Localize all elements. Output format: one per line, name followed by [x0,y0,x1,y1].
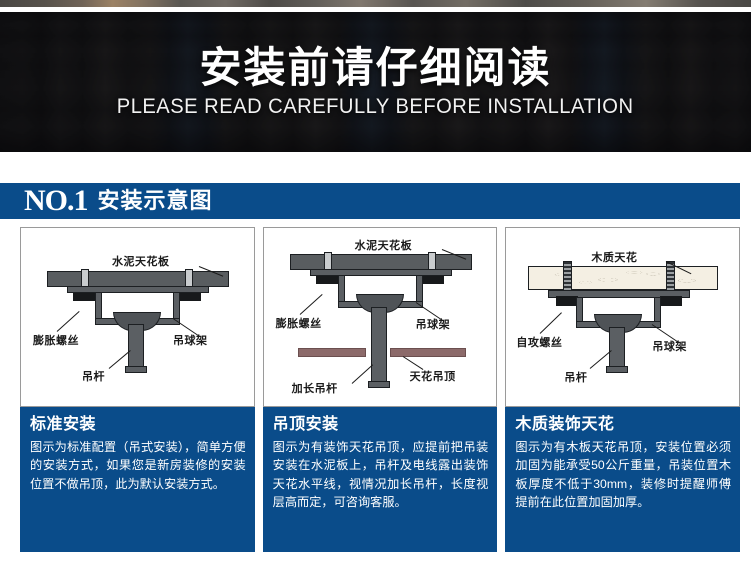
diagram-false-ceiling: 水泥天花板 膨胀螺丝 吊球架 加长吊杆 天花吊顶 [262,227,498,407]
label-false-ceiling: 天花吊顶 [409,371,456,383]
sliver-white-gap [0,7,751,12]
bracket-plate-shape [309,269,452,276]
label-ceiling: 木质天花 [591,252,638,264]
bracket-plate-shape [548,290,691,298]
panel-body-standard: 标准安装 图示为标准配置（吊式安装），简单方便的安装方式，如果您是新房装修的安装… [20,407,255,552]
false-ceiling-left-shape [297,348,366,357]
hero-subtitle: PLEASE READ CAREFULLY BEFORE INSTALLATIO… [117,94,634,118]
label-bracket: 吊球架 [173,335,208,347]
rod-foot-shape [367,381,390,388]
wood-grain-texture [529,267,718,289]
section-title: 安装示意图 [97,188,213,213]
rod-foot-shape [606,366,629,373]
label-anchor: 膨胀螺丝 [33,335,79,347]
panel-standard-installation: 水泥天花板 膨胀螺丝 吊球架 吊杆 标准安装 图示为标准配置（吊式安装），简单方… [20,227,255,552]
label-bracket: 吊球架 [652,341,687,353]
panel-body-false-ceiling: 吊顶安装 图示为有装饰天花吊顶，应提前把吊装安装在水泥板上，吊杆及电线露出装饰天… [262,407,498,552]
screw-cap-left-shape [556,296,579,306]
panel-description: 图示为标准配置（吊式安装），简单方便的安装方式，如果您是新房装修的安装位置不做吊… [30,440,246,491]
label-anchor: 自攻螺丝 [516,337,563,349]
leader-anchor [56,311,80,332]
previous-banner-sliver [0,0,751,7]
panel-false-ceiling-installation: 水泥天花板 膨胀螺丝 吊球架 加长吊杆 天花吊顶 吊顶安装 图示为有装饰天花吊顶… [262,227,498,552]
label-bracket: 吊球架 [415,319,451,331]
hero-background-photo [0,12,751,152]
label-rod: 加长吊杆 [291,383,338,395]
label-anchor: 膨胀螺丝 [275,318,322,330]
concrete-slab-shape [289,254,472,270]
bracket-plate-shape [67,286,209,293]
rod-foot-shape [125,366,147,373]
suspension-rod-shape [128,324,144,372]
label-rod: 吊杆 [564,372,588,384]
false-ceiling-right-shape [389,348,466,357]
hero-dim-overlay [0,12,751,152]
hero-text-group: 安装前请仔细阅读 PLEASE READ CAREFULLY BEFORE IN… [0,12,751,152]
panel-description: 图示为有木板天花吊顶，安装位置必须加固为能承受50公斤重量，吊装位置木板厚度不低… [515,440,732,509]
panel-body-wooden-ceiling: 木质装饰天花 图示为有木板天花吊顶，安装位置必须加固为能承受50公斤重量，吊装位… [505,407,741,552]
screw-cap-right-shape [660,296,683,306]
concrete-slab-shape [47,271,229,287]
hero-banner: 安装前请仔细阅读 PLEASE READ CAREFULLY BEFORE IN… [0,12,751,152]
leader-anchor [539,312,563,334]
hero-title: 安装前请仔细阅读 [199,44,552,92]
panel-title: 木质装饰天花 [515,416,615,433]
diagram-standard: 水泥天花板 膨胀螺丝 吊球架 吊杆 [20,227,255,407]
panel-title: 标准安装 [30,416,97,433]
section-number: NO.1 [24,184,88,217]
wood-board-shape [528,266,719,290]
section-header-bar: NO.1 安装示意图 [0,183,740,219]
installation-panels: 水泥天花板 膨胀螺丝 吊球架 吊杆 标准安装 图示为标准配置（吊式安装），简单方… [20,227,741,552]
panel-title: 吊顶安装 [272,416,339,433]
panel-description: 图示为有装饰天花吊顶，应提前把吊装安装在水泥板上，吊杆及电线露出装饰天花水平线，… [272,440,489,509]
diagram-wooden-ceiling: 木质天花 自攻螺丝 吊球架 吊杆 [505,227,741,407]
label-rod: 吊杆 [82,371,105,383]
leader-anchor [299,294,323,315]
extended-rod-shape [370,307,387,387]
panel-wooden-ceiling-installation: 木质天花 自攻螺丝 吊球架 吊杆 木质装饰天花 图示为有木板天花吊顶，安装位置必… [505,227,741,552]
label-ceiling: 水泥天花板 [112,256,170,268]
label-ceiling: 水泥天花板 [354,240,413,252]
